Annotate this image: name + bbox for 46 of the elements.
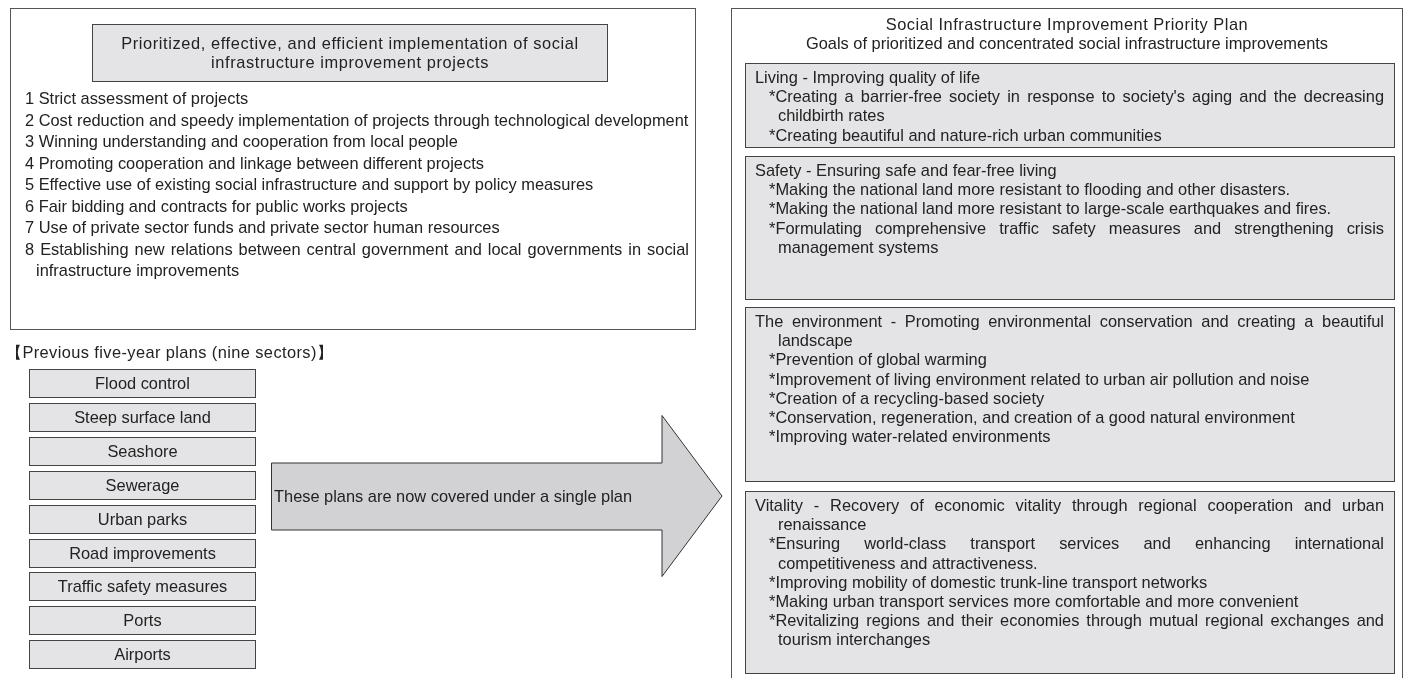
plan-subtitle: Goals of prioritized and concentrated social infrastructure improvements	[805, 34, 1329, 53]
sector-box: Traffic safety measures	[29, 572, 256, 602]
bullet-item: *Revitalizing regions and their economies through mutual regional exchanges and tourism interchanges	[769, 611, 1384, 650]
list-item: 5 Effective use of existing social infrastructure and support by policy measures	[25, 174, 595, 195]
bullet-item: *Improvement of living environment related to urban air pollution and noise	[769, 369, 1311, 389]
goal-heading: Vitality - Recovery of economic vitality through regional cooperation and urban renaissance	[755, 496, 1384, 535]
arrow-label: These plans are now covered under a single plan	[274, 486, 633, 506]
bullet-item: *Creating a barrier-free society in response to society's aging and the decreasing childbirth rates	[769, 87, 1384, 126]
bullet-item: *Making urban transport services more comfortable and more convenient	[769, 592, 1300, 612]
bullet-item: *Prevention of global warming	[769, 350, 988, 370]
list-item: 3 Winning understanding and cooperation from local people	[25, 131, 459, 152]
goal-box	[745, 307, 1395, 482]
plan-title: Social Infrastructure Improvement Priority Plan	[884, 15, 1250, 34]
bullet-item: *Making the national land more resistant to large-scale earthquakes and fires.	[769, 199, 1333, 219]
list-item: 2 Cost reduction and speedy implementation of projects through technological development	[25, 109, 689, 131]
bullet-item: *Formulating comprehensive traffic safety measures and strengthening crisis management systems	[769, 218, 1384, 257]
bullet-item: *Improving mobility of domestic trunk-line transport networks	[769, 572, 1209, 592]
bullet-item: *Ensuring world-class transport services and enhancing international competitiveness and attractiveness.	[769, 534, 1384, 573]
sector-box: Flood control	[29, 369, 256, 398]
list-item: 4 Promoting cooperation and linkage between different projects	[25, 152, 485, 174]
bullet-item: *Conservation, regeneration, and creation of a good natural environment	[769, 408, 1296, 428]
panel	[10, 8, 696, 330]
sector-box: Sewerage	[29, 470, 256, 500]
bullet-item: *Making the national land more resistant to flooding and other disasters.	[769, 180, 1292, 200]
goal-heading: The environment - Promoting environmental conservation and creating a beautiful landscape	[755, 312, 1384, 351]
list-item: 6 Fair bidding and contracts for public works projects	[25, 195, 409, 217]
goal-box	[745, 63, 1395, 148]
section-label: 【Previous five-year plans (nine sectors)】	[6, 342, 334, 363]
bullet-item: *Improving water-related environments	[769, 427, 1052, 447]
bullet-item: *Creation of a recycling-based society	[769, 388, 1046, 408]
goal-box	[745, 491, 1395, 674]
list-item: 8 Establishing new relations between central government and local governments in social infrastructure improvements	[25, 238, 689, 281]
goal-heading: Safety - Ensuring safe and fear-free living	[755, 161, 1058, 181]
sector-box: Airports	[29, 640, 256, 670]
sector-box: Steep surface land	[29, 402, 256, 432]
sector-box: Seashore	[29, 436, 256, 466]
heading-box: Prioritized, effective, and efficient implementation of social infrastructure improvement projects	[92, 24, 608, 82]
sector-box: Ports	[29, 606, 256, 636]
bullet-item: *Creating beautiful and nature-rich urban communities	[769, 125, 1163, 145]
list-item: 1 Strict assessment of projects	[25, 88, 250, 109]
list-item: 7 Use of private sector funds and private sector human resources	[25, 217, 501, 238]
panel	[731, 8, 1403, 678]
sector-box: Road improvements	[29, 538, 256, 568]
sector-box: Urban parks	[29, 504, 256, 534]
goal-heading: Living - Improving quality of life	[755, 68, 982, 88]
goal-box	[745, 156, 1395, 300]
